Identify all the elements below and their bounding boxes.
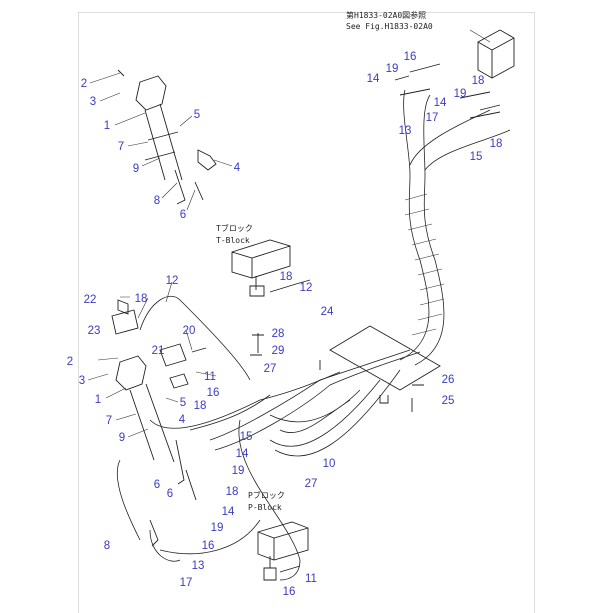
callout: 6 xyxy=(167,488,173,500)
callout: 14 xyxy=(367,73,380,85)
callout: 9 xyxy=(119,432,125,444)
callout: 27 xyxy=(305,478,318,490)
ref-note-en: See Fig.H1833-02A0 xyxy=(346,22,433,31)
callout: 23 xyxy=(88,325,101,337)
callout: 16 xyxy=(207,387,220,399)
callout: 19 xyxy=(454,88,467,100)
callout: 12 xyxy=(300,282,313,294)
reference-notes: 第H1833-02A0図参照 See Fig.H1833-02A0 Tブロック … xyxy=(216,10,433,512)
callout: 8 xyxy=(154,195,160,207)
callout: 3 xyxy=(79,375,85,387)
callout: 7 xyxy=(106,415,112,427)
callout: 4 xyxy=(234,162,241,174)
callout: 1 xyxy=(104,120,110,132)
callout: 13 xyxy=(192,560,205,572)
callout: 19 xyxy=(386,63,399,75)
callout: 9 xyxy=(133,163,139,175)
callouts: 2 3 1 5 7 9 4 8 6 12 22 18 23 20 28 29 2… xyxy=(67,51,503,598)
p-block-label-jp: Pブロック xyxy=(248,490,285,500)
callout: 5 xyxy=(180,397,186,409)
callout: 12 xyxy=(166,275,179,287)
callout: 17 xyxy=(426,112,439,124)
callout: 13 xyxy=(399,125,412,137)
callout: 17 xyxy=(180,577,193,589)
callout: 3 xyxy=(90,96,96,108)
callout: 15 xyxy=(240,431,253,443)
t-block-label-en: T-Block xyxy=(216,236,250,245)
t-block-label-jp: Tブロック xyxy=(216,223,253,233)
p-block-label-en: P-Block xyxy=(248,503,282,512)
callout: 2 xyxy=(67,356,73,368)
callout: 16 xyxy=(404,51,417,63)
drawing xyxy=(87,29,515,581)
callout: 25 xyxy=(442,395,455,407)
callout: 8 xyxy=(104,540,110,552)
callout: 27 xyxy=(264,363,277,375)
callout: 18 xyxy=(490,138,503,150)
callout: 4 xyxy=(179,414,186,426)
callout: 14 xyxy=(434,97,447,109)
parts-diagram: 第H1833-02A0図参照 See Fig.H1833-02A0 Tブロック … xyxy=(67,10,515,598)
callout: 15 xyxy=(470,151,483,163)
callout: 26 xyxy=(442,374,455,386)
callout: 14 xyxy=(236,448,249,460)
callout: 11 xyxy=(204,371,216,383)
callout: 6 xyxy=(154,479,160,491)
callout: 16 xyxy=(202,540,215,552)
callout: 2 xyxy=(81,78,87,90)
diagram-frame xyxy=(78,12,535,613)
callout: 18 xyxy=(226,486,239,498)
callout: 19 xyxy=(211,522,224,534)
callout: 28 xyxy=(272,328,285,340)
callout: 14 xyxy=(222,506,235,518)
callout: 24 xyxy=(321,306,334,318)
callout: 18 xyxy=(194,400,207,412)
callout: 1 xyxy=(95,394,101,406)
callout: 29 xyxy=(272,345,285,357)
callout: 19 xyxy=(232,465,245,477)
callout: 7 xyxy=(118,141,124,153)
callout: 5 xyxy=(194,109,200,121)
callout: 6 xyxy=(180,209,186,221)
ref-note-jp: 第H1833-02A0図参照 xyxy=(346,10,426,20)
callout: 18 xyxy=(472,75,485,87)
callout: 20 xyxy=(183,325,196,337)
callout: 16 xyxy=(283,586,296,598)
callout: 21 xyxy=(152,345,165,357)
callout: 18 xyxy=(280,271,293,283)
callout: 11 xyxy=(305,573,317,585)
callout: 10 xyxy=(323,458,336,470)
callout: 22 xyxy=(84,294,97,306)
callout: 18 xyxy=(135,293,148,305)
